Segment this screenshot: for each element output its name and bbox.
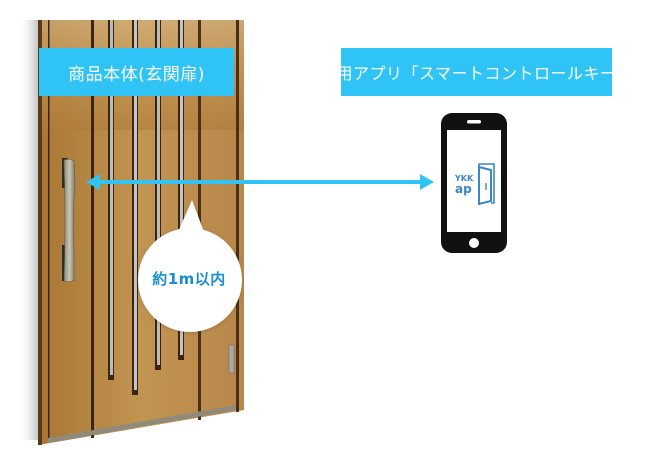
door-handle <box>62 158 76 283</box>
ykk-ap-logo: YKK ap <box>454 174 474 196</box>
logo-text-ykk: YKK <box>454 174 474 183</box>
distance-bubble <box>138 200 242 332</box>
door-shadow <box>18 20 40 440</box>
door-image <box>38 20 244 445</box>
app-label: 専用アプリ「スマートコントロールキー」 <box>320 48 633 96</box>
logo-text-ap: ap <box>455 182 472 196</box>
door-open-icon <box>478 163 495 206</box>
smartphone-icon <box>441 113 507 253</box>
distance-text: 約1m以内 <box>152 270 226 288</box>
distance-arrow <box>86 174 434 190</box>
door-label: 商品本体(玄関扉) <box>39 48 234 96</box>
